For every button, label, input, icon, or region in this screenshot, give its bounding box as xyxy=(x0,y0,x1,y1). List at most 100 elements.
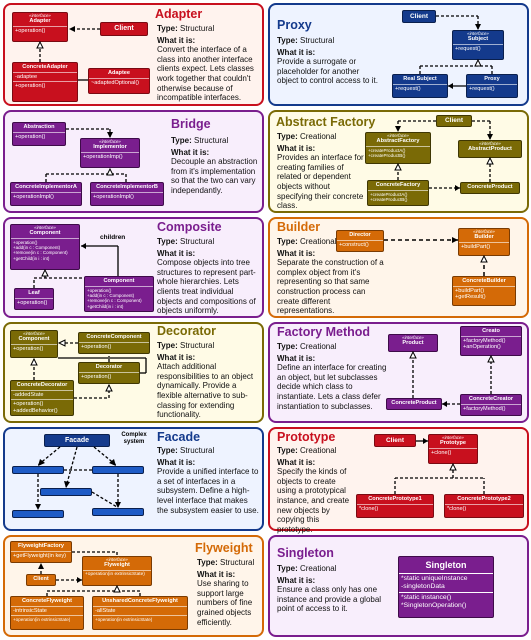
children-label: children xyxy=(100,234,126,241)
class-operations: +factoryMethod() +anOperation() xyxy=(461,335,521,352)
leaf-box: Leaf +operation() xyxy=(14,288,54,310)
class-name: ConcreteCreator xyxy=(468,396,514,402)
class-name: Component xyxy=(18,336,50,342)
stereotype: «interface» xyxy=(473,229,495,234)
type-label: Type: xyxy=(157,446,178,455)
class-attributes: -adaptee xyxy=(13,71,77,82)
class-name: ConcreteComponent xyxy=(86,334,142,340)
class-name: ConcreteDecorator xyxy=(16,382,68,388)
adapter-title: Adapter xyxy=(155,7,203,21)
singleton-description: Type: Creational What it is: Ensure a cl… xyxy=(277,564,389,614)
pattern-description: Use sharing to support large numbers of … xyxy=(197,579,253,627)
class-operations: +factoryMethod() xyxy=(461,403,521,414)
class-operations: +createProductA() +createProductB() xyxy=(368,189,428,204)
stereotype: «interface» xyxy=(106,557,128,562)
pattern-description: Ensure a class only has one instance and… xyxy=(277,585,382,614)
facade-title: Facade xyxy=(157,430,201,444)
what-label: What it is: xyxy=(157,35,196,45)
type-label: Type: xyxy=(171,136,192,145)
what-label: What it is: xyxy=(277,575,316,585)
class-name: Component xyxy=(29,230,61,236)
pattern-type: Structural xyxy=(193,136,229,145)
pattern-description: Convert the interface of a class into an… xyxy=(157,45,254,103)
subject-box: «interface» Subject +request() xyxy=(452,30,504,60)
unshared-flyweight-box: UnsharedConcreteFlyweight -allState +ope… xyxy=(92,596,188,630)
class-name: Proxy xyxy=(484,76,500,82)
abstract-factory-description: Type: Creational What it is: Provides an… xyxy=(277,132,365,211)
fm-concrete-product-box: ConcreteProduct xyxy=(386,398,442,410)
class-attributes: -intrinsicState xyxy=(11,605,83,616)
class-operations: +operation() +add(in c : Component) +rem… xyxy=(11,237,79,263)
factory-method-description: Type: Creational What it is: Define an i… xyxy=(277,342,387,411)
concrete-factory-box: ConcreteFactory +createProductA() +creat… xyxy=(367,180,429,206)
class-operations: +request() xyxy=(453,43,503,54)
class-name: Client xyxy=(114,25,134,32)
class-name: ConcretePrototype2 xyxy=(457,496,511,502)
what-label: What it is: xyxy=(277,353,316,363)
class-name: Creato xyxy=(482,328,500,334)
component-interface-box: «interface» Component +operation() +add(… xyxy=(10,224,80,270)
class-operations: +operation() +add(in c : Component) +rem… xyxy=(85,285,153,311)
class-name: Adapter xyxy=(29,18,51,24)
pattern-description: Specify the kinds of objects to create u… xyxy=(277,467,350,534)
class-name: Implementor xyxy=(93,144,127,150)
fm-product-box: «interface» Product xyxy=(388,334,438,352)
decorator-title: Decorator xyxy=(157,324,217,338)
af-client-box: Client xyxy=(436,115,472,127)
abstraction-box: Abstraction +operation() xyxy=(12,122,66,146)
subsystem-class-box xyxy=(92,466,144,474)
type-label: Type: xyxy=(277,132,298,141)
class-operations: +operation() +addedBehavior() xyxy=(11,399,73,415)
what-label: What it is: xyxy=(277,47,316,57)
pattern-type: Creational xyxy=(299,342,337,351)
class-name: Adaptee xyxy=(107,70,131,76)
class-operations: +getFlyweight(in key) xyxy=(11,550,71,561)
class-name: Singleton xyxy=(425,560,467,570)
class-operations: +operation() xyxy=(13,131,65,142)
class-operations: *clone() xyxy=(445,503,523,514)
abstract-factory-box: «interface» AbstractFactory +createProdu… xyxy=(365,132,431,164)
subsystem-class-box xyxy=(92,508,144,516)
stereotype: «interface» xyxy=(387,133,409,138)
class-operations: +operationImpl() xyxy=(91,191,163,202)
decorator-box: Decorator +operation() xyxy=(78,362,140,384)
decorator-description: Type: Structural What it is: Attach addi… xyxy=(157,341,261,420)
class-name: FlyweightFactory xyxy=(17,543,64,549)
pattern-type: Structural xyxy=(179,341,215,350)
class-name: ConcreteBuilder xyxy=(462,278,506,284)
flyweight-title: Flyweight xyxy=(195,541,253,555)
pattern-description: Provide a surrogate or placeholder for a… xyxy=(277,57,378,86)
class-name: Client xyxy=(385,437,405,444)
concrete-prototype1-box: ConcretePrototype1 *clone() xyxy=(356,494,434,518)
class-operations: +createProductA() +createProductB() xyxy=(366,145,430,160)
facade-box: Facade xyxy=(44,434,110,447)
adapter-client-box: Client xyxy=(100,22,148,36)
class-operations: +clone() xyxy=(429,447,477,458)
proxy-box: Proxy +request() xyxy=(466,74,518,98)
composite-title: Composite xyxy=(157,220,222,234)
flyweight-description: Type: Structural What it is: Use sharing… xyxy=(197,558,263,627)
concrete-component-box: ConcreteComponent +operation() xyxy=(78,332,150,354)
class-name: Real Subject xyxy=(403,76,437,82)
composite-description: Type: Structural What it is: Compose obj… xyxy=(157,237,261,316)
what-label: What it is: xyxy=(277,143,316,153)
class-operations: +operation() xyxy=(79,341,149,352)
abstract-product-box: «interface» AbstractProduct xyxy=(458,140,522,158)
stereotype: «interface» xyxy=(402,335,424,340)
what-label: What it is: xyxy=(171,147,210,157)
factory-method-title: Factory Method xyxy=(277,325,371,339)
class-operations: +operation(in extrinsicState) xyxy=(93,615,187,625)
type-label: Type: xyxy=(157,237,178,246)
bridge-title: Bridge xyxy=(171,117,211,131)
flyweight-factory-box: FlyweightFactory +getFlyweight(in key) xyxy=(10,541,72,563)
pattern-type: Structural xyxy=(179,446,215,455)
class-name: Subject xyxy=(467,36,489,42)
pattern-type: Creational xyxy=(299,132,337,141)
singleton-title: Singleton xyxy=(277,546,334,560)
pattern-type: Creational xyxy=(299,237,337,246)
class-operations: +buildPart() xyxy=(459,241,509,252)
class-name: Director xyxy=(349,232,371,238)
what-label: What it is: xyxy=(277,248,316,258)
proxy-client-box: Client xyxy=(402,10,436,23)
class-name: Builder xyxy=(474,234,494,240)
